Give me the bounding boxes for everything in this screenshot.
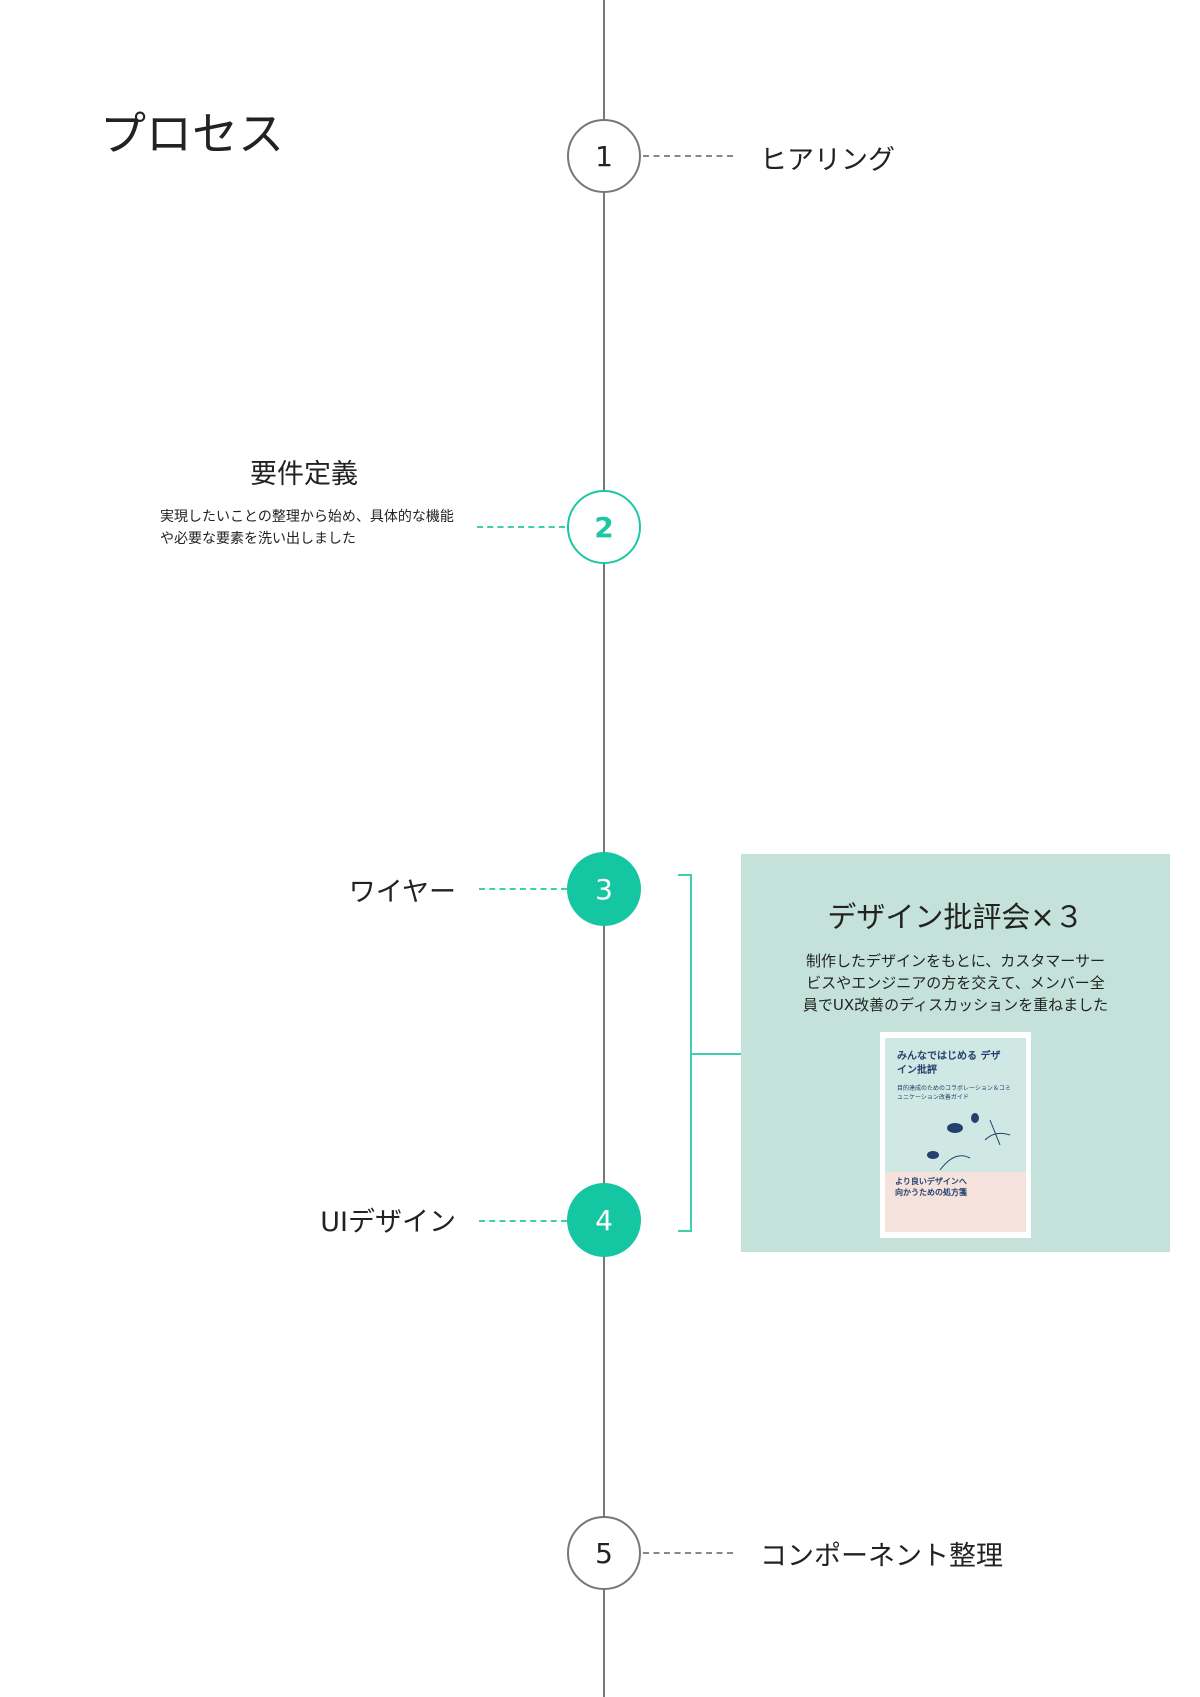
book-band-text: より良いデザインへ 向かうための処方箋 xyxy=(895,1177,967,1197)
step-5-connector xyxy=(643,1552,733,1554)
page-title: プロセス xyxy=(100,107,284,161)
review-text: 制作したデザインをもとに、カスタマーサービスやエンジニアの方を交えて、メンバー全… xyxy=(802,952,1109,1014)
design-review-card: デザイン批評会×３ 制作したデザインをもとに、カスタマーサービスやエンジニアの方… xyxy=(741,854,1170,1252)
step-1-connector xyxy=(643,155,733,157)
step-3-label: ワイヤー xyxy=(348,877,456,908)
book-subtitle: 目的達成のためのコラボレーション＆コミュニケーション改善ガイド xyxy=(897,1085,1011,1101)
step-2-connector xyxy=(477,526,565,528)
step-5-circle: 5 xyxy=(567,1516,641,1590)
steps-3-4-bracket xyxy=(678,874,692,1232)
step-4-circle: 4 xyxy=(567,1183,641,1257)
book-title: みんなではじめる デザイン批評 xyxy=(897,1051,1001,1076)
step-5-label: コンポーネント整理 xyxy=(760,1541,1003,1572)
timeline-line xyxy=(603,0,605,1697)
step-4-connector xyxy=(479,1220,567,1222)
step-1-label: ヒアリング xyxy=(760,145,895,176)
step-2-label: 要件定義 xyxy=(250,459,358,490)
step-4-label: UIデザイン xyxy=(320,1207,456,1238)
step-3-circle: 3 xyxy=(567,852,641,926)
review-title: デザイン批評会×３ xyxy=(827,900,1084,934)
bird-illustration xyxy=(927,1113,1011,1171)
step-2-description: 実現したいことの整理から始め、具体的な機能や必要な要素を洗い出しました xyxy=(160,509,454,547)
step-2-circle: 2 xyxy=(567,490,641,564)
step-1-circle: 1 xyxy=(567,119,641,193)
book-cover-image: みんなではじめる デザイン批評 目的達成のためのコラボレーション＆コミュニケーシ… xyxy=(880,1032,1031,1238)
bracket-connector xyxy=(692,1053,741,1055)
step-3-connector xyxy=(479,888,567,890)
